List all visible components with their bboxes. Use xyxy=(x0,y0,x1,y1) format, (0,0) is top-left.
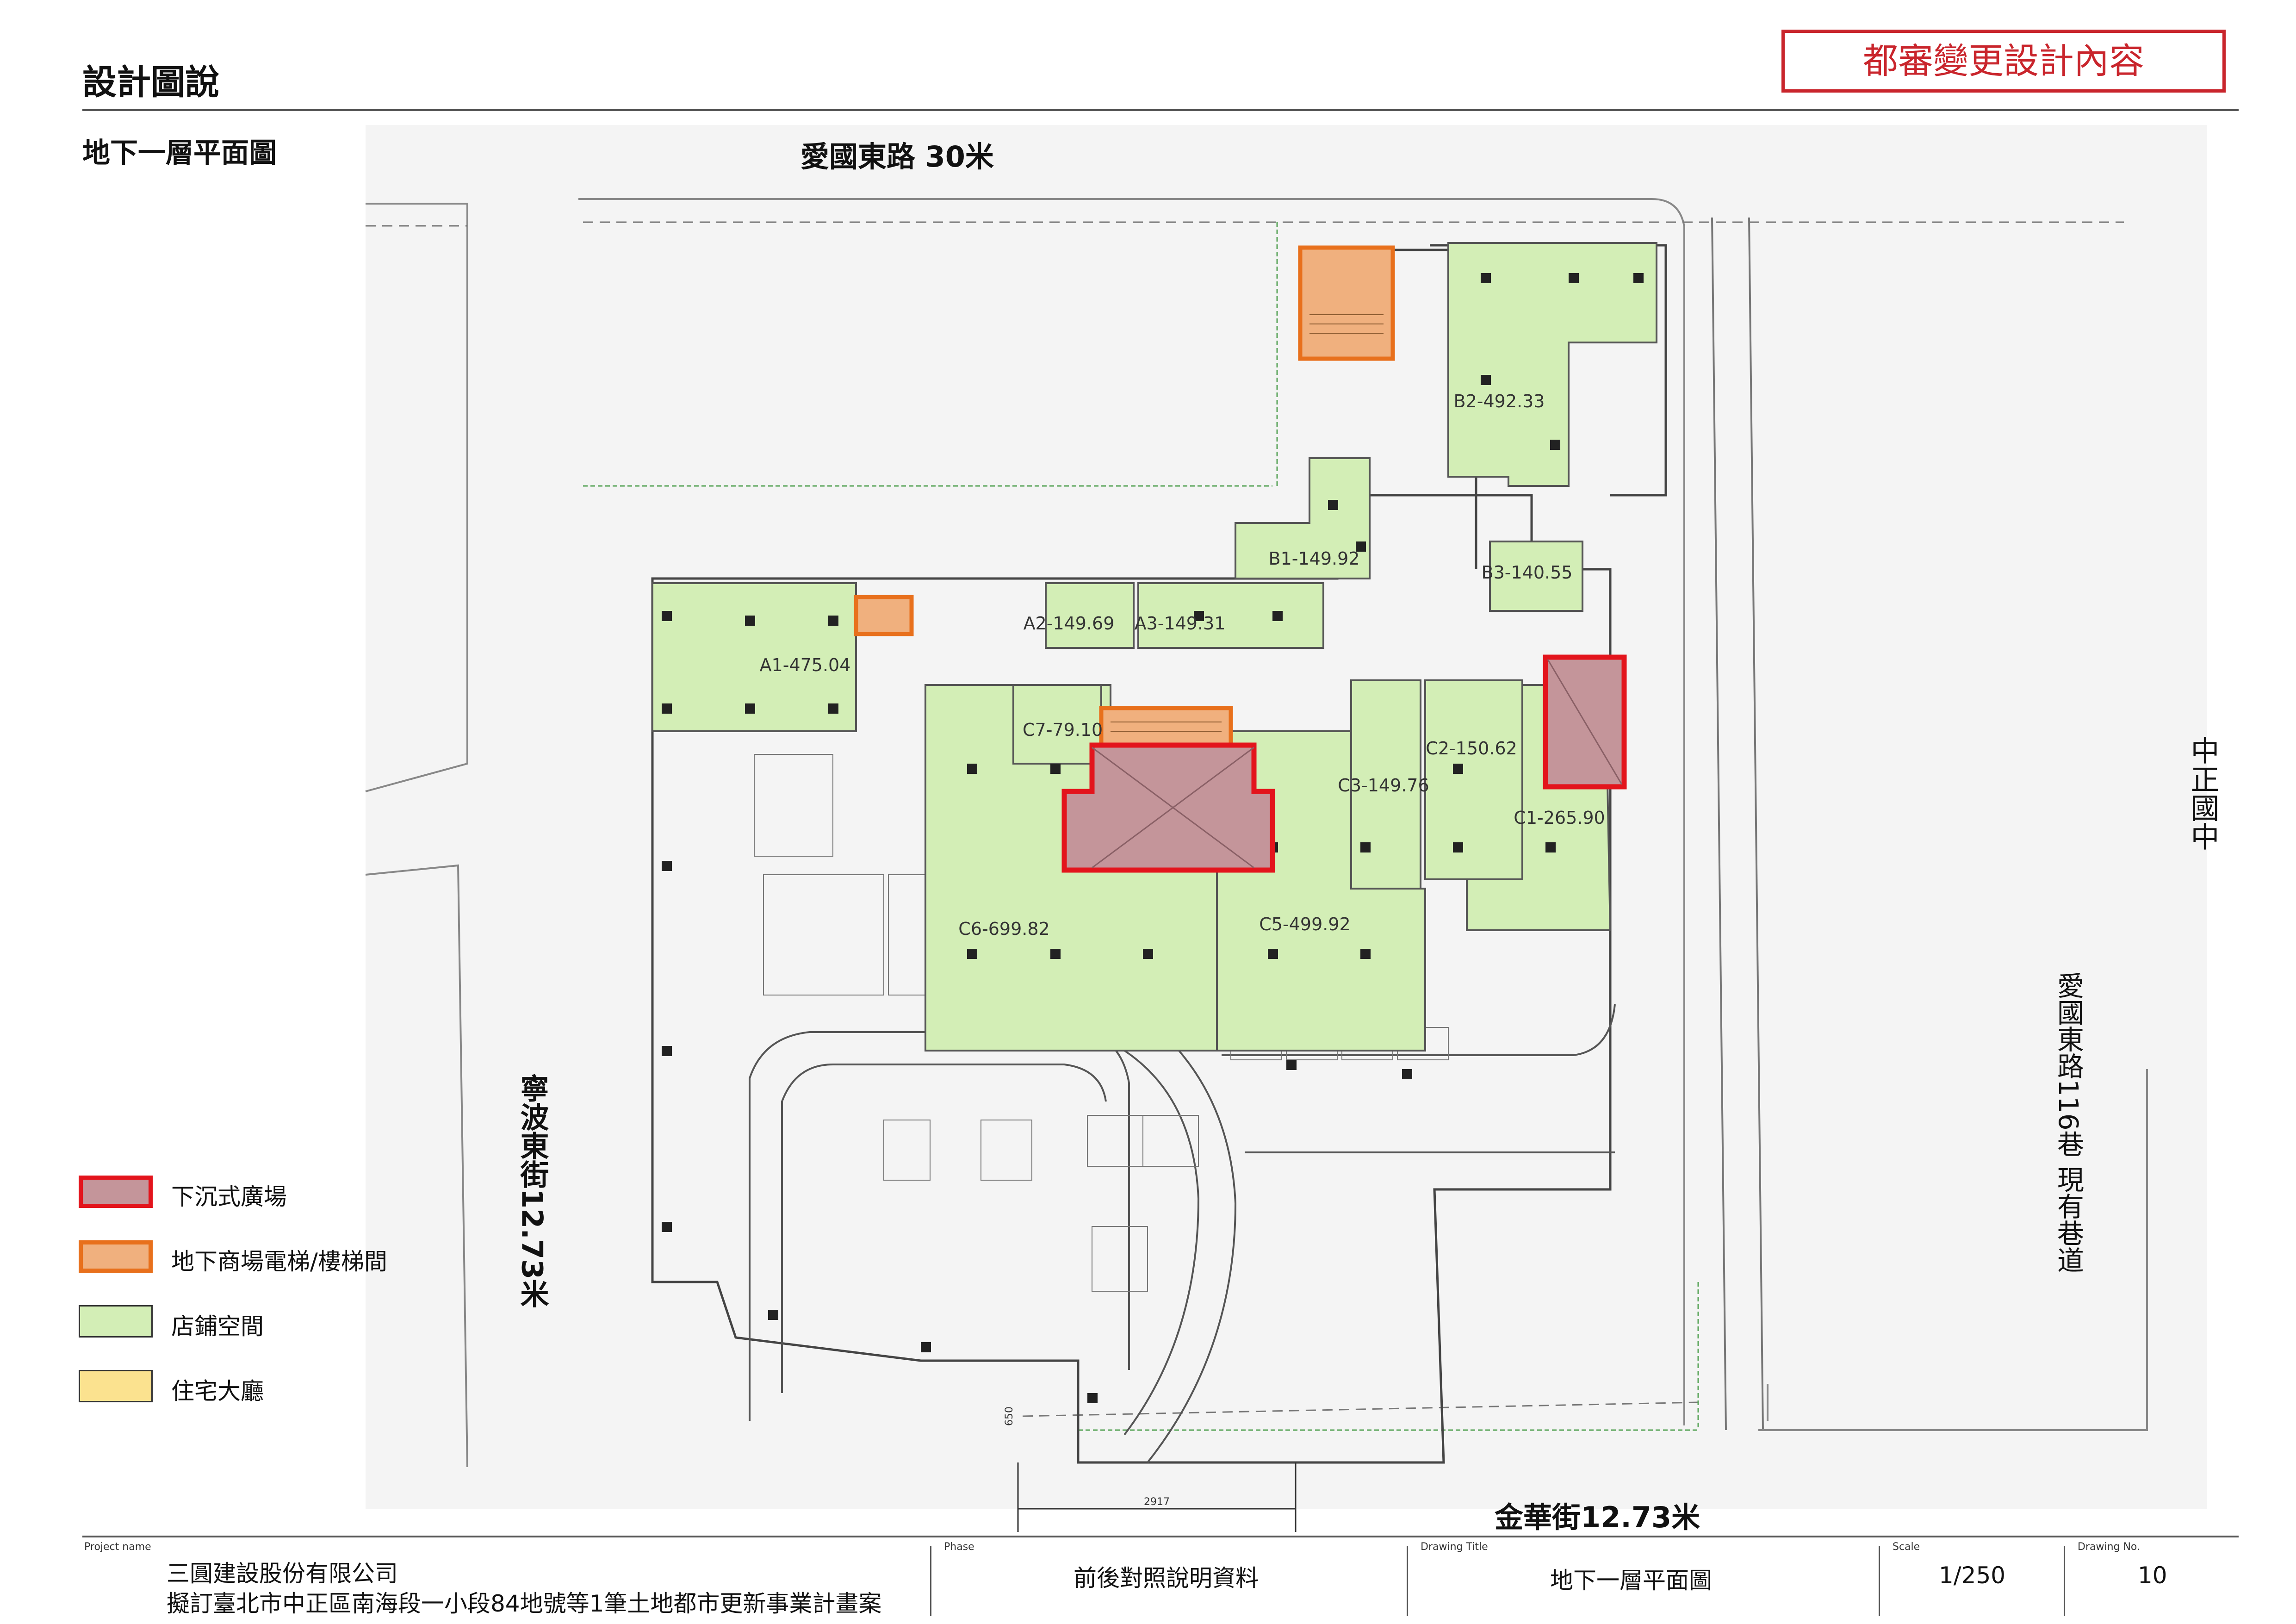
shop-label-a2: A2-149.69 xyxy=(1024,613,1115,634)
street-east-school: 中正國中 xyxy=(2186,736,2220,851)
drawing-subtitle: 地下一層平面圖 xyxy=(82,137,277,169)
dimension-horizontal: 2917 xyxy=(1144,1496,1170,1508)
legend-swatch-sunken-plaza xyxy=(79,1176,153,1208)
drawing-number: 10 xyxy=(2138,1562,2167,1589)
shop-label-a3: A3-149.31 xyxy=(1135,613,1226,634)
stair-treads xyxy=(1111,314,1384,732)
sunken-plaza-main xyxy=(1061,742,1275,873)
caption-drawing-no: Drawing No. xyxy=(2078,1541,2140,1553)
stair-core-c xyxy=(1099,706,1233,750)
legend-swatch-shop xyxy=(79,1305,153,1338)
caption-project-name: Project name xyxy=(84,1541,151,1553)
shop-c2 xyxy=(1424,679,1523,880)
dashed-lines xyxy=(366,221,2124,1417)
shop-label-b2: B2-492.33 xyxy=(1454,391,1545,411)
caption-drawing-title: Drawing Title xyxy=(1421,1541,1488,1553)
legend-label-stair: 地下商場電梯/樓梯間 xyxy=(171,1248,387,1275)
shop-label-a1: A1-475.04 xyxy=(760,655,851,675)
legend-label-shop: 店鋪空間 xyxy=(171,1313,264,1340)
caption-phase: Phase xyxy=(944,1541,974,1553)
shop-b2 xyxy=(1447,242,1657,487)
shop-label-c1: C1-265.90 xyxy=(1514,808,1605,828)
floor-plan: A1-475.04 A2-149.69 A3-149.31 B1-149.92 … xyxy=(365,140,2220,1534)
title-block-separator xyxy=(1879,1546,1880,1616)
drawing-title-value: 地下一層平面圖 xyxy=(1550,1567,1712,1594)
title-block-divider xyxy=(82,1536,2239,1537)
sunken-plazas xyxy=(1061,654,1627,873)
street-north: 愛國東路 30米 xyxy=(800,140,994,174)
legend-item-stair: 地下商場電梯/樓梯間 xyxy=(79,1240,495,1282)
shop-a2 xyxy=(1045,582,1135,649)
shop-c7 xyxy=(1012,684,1102,765)
street-east-lane: 愛國東路116巷 現有巷道 xyxy=(2053,972,2084,1273)
shop-c3 xyxy=(1350,679,1421,894)
legend-item-lobby: 住宅大廳 xyxy=(79,1370,495,1412)
header-divider xyxy=(82,109,2239,111)
shop-label-c3: C3-149.76 xyxy=(1338,775,1429,796)
property-line xyxy=(583,222,1699,1431)
plaza-cross-lines xyxy=(1092,659,1623,869)
section-title: 設計圖說 xyxy=(82,62,219,102)
parking-ramp xyxy=(749,1004,1616,1463)
dimension-lines xyxy=(1017,1462,1297,1532)
scale-value: 1/250 xyxy=(1939,1562,2006,1589)
street-labels: 愛國東路 30米 金華街12.73米 xyxy=(800,140,1700,1534)
stair-elevator-cores xyxy=(854,245,1395,750)
shop-label-b1: B1-149.92 xyxy=(1269,548,1360,569)
shop-b3 xyxy=(1489,541,1583,612)
legend-swatch-lobby xyxy=(79,1370,153,1402)
shop-label-c7: C7-79.10 xyxy=(1023,720,1103,740)
shop-spaces xyxy=(652,242,1657,1052)
title-block-separator xyxy=(1407,1546,1408,1616)
shop-a3 xyxy=(1137,582,1324,649)
company-name: 三圓建設股份有限公司 xyxy=(167,1560,398,1587)
title-block-separator xyxy=(930,1546,931,1616)
change-badge: 都審變更設計內容 xyxy=(1781,30,2226,93)
legend-label-lobby: 住宅大廳 xyxy=(171,1378,264,1405)
caption-scale: Scale xyxy=(1893,1541,1920,1553)
shop-label-b3: B3-140.55 xyxy=(1482,562,1573,583)
shop-label-c5: C5-499.92 xyxy=(1259,914,1350,934)
street-west: 寧波東街12.73米 xyxy=(515,1074,550,1308)
title-block-separator xyxy=(2064,1546,2065,1616)
shop-label-c2: C2-150.62 xyxy=(1426,738,1517,759)
project-name: 擬訂臺北市中正區南海段一小段84地號等1筆土地都市更新事業計畫案 xyxy=(167,1590,882,1617)
legend-swatch-stair xyxy=(79,1240,153,1273)
stair-core-north xyxy=(1298,245,1395,361)
stair-core-a xyxy=(854,595,914,636)
legend-item-shop: 店鋪空間 xyxy=(79,1305,495,1347)
site-boundary xyxy=(365,198,2148,1468)
dimension-vertical: 650 xyxy=(1004,1406,1015,1426)
street-south: 金華街12.73米 xyxy=(1494,1500,1700,1534)
shop-labels: A1-475.04 A2-149.69 A3-149.31 B1-149.92 … xyxy=(760,391,1605,939)
shop-label-c6: C6-699.82 xyxy=(958,919,1049,939)
legend-item-sunken-plaza: 下沉式廣場 xyxy=(79,1176,495,1217)
shop-b1 xyxy=(1235,457,1371,579)
legend-label-sunken-plaza: 下沉式廣場 xyxy=(171,1183,287,1210)
phase-value: 前後對照說明資料 xyxy=(1074,1565,1259,1592)
